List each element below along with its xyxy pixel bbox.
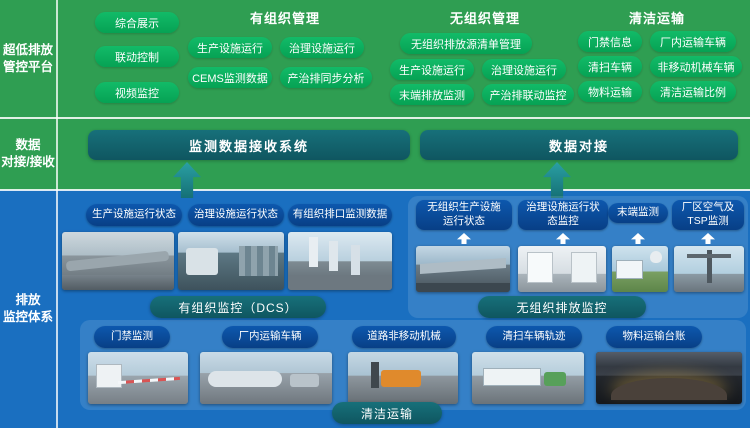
data-docking-bar: 数据对接	[420, 130, 738, 160]
unorganized-button-source-list: 无组织排放源清单管理	[400, 33, 532, 54]
unorganized-card-label-treatment: 治理设施运行状 态监控	[518, 200, 608, 230]
band-divider-top	[0, 117, 750, 119]
unorganized-button-linkage-monitor: 产治排联动监控	[482, 84, 574, 105]
receive-system-bar: 监测数据接收系统	[88, 130, 410, 160]
photo-terminal-monitoring-station	[612, 246, 668, 292]
photo-gate-monitoring	[88, 352, 188, 404]
photo-control-cabinets	[518, 246, 606, 292]
quick-button-linkage: 联动控制	[95, 46, 179, 67]
quick-button-overview: 综合展示	[95, 12, 179, 33]
transport-button-material: 物料运输	[578, 81, 642, 102]
organized-card-label-treatment: 治理设施运行状态	[188, 204, 284, 226]
organized-card-label-production: 生产设施运行状态	[86, 204, 182, 226]
transport-button-clean-ratio: 清洁运输比例	[650, 81, 736, 102]
transport-card-label-sweeper-track: 清扫车辆轨迹	[486, 326, 582, 348]
photo-factory-trucks	[200, 352, 332, 404]
up-arrow-icon	[556, 233, 570, 244]
unorganized-button-production: 生产设施运行	[390, 59, 474, 80]
photo-treatment-facility	[178, 232, 284, 290]
sidebar-item-data-layer: 数据 对接/接收	[1, 137, 55, 170]
quick-button-video: 视频监控	[95, 82, 179, 103]
sidebar-item-platform: 超低排放 管控平台	[2, 42, 53, 75]
unorganized-button-treatment: 治理设施运行	[482, 59, 566, 80]
transport-card-label-machinery: 道路非移动机械	[352, 326, 456, 348]
unorganized-card-label-tsp: 厂区空气及 TSP监测	[672, 200, 744, 230]
organized-monitoring-bar: 有组织监控（DCS）	[150, 296, 326, 318]
transport-button-sweeper: 清扫车辆	[578, 56, 642, 77]
organized-card-label-outlet: 有组织排口监测数据	[288, 204, 392, 226]
photo-material-transport	[596, 352, 742, 404]
sidebar-item-monitoring: 排放 监控体系	[2, 292, 53, 325]
transport-card-label-gate: 门禁监测	[94, 326, 170, 348]
group-title-transport: 清洁运输	[628, 11, 685, 26]
organized-button-production: 生产设施运行	[188, 37, 272, 58]
unorganized-card-label-terminal: 末端监测	[608, 203, 668, 223]
group-title-unorganized: 无组织管理	[449, 11, 520, 26]
transport-card-label-trucks: 厂内运输车辆	[222, 326, 318, 348]
sidebar-divider	[56, 0, 58, 428]
photo-stack-outlet	[288, 232, 392, 290]
clean-transport-bar: 清洁运输	[332, 402, 442, 424]
photo-road-machinery	[348, 352, 458, 404]
transport-button-nonroad-machinery: 非移动机械车辆	[650, 56, 742, 77]
organized-button-sync-analysis: 产治排同步分析	[280, 67, 372, 88]
photo-unorganized-facility	[416, 246, 510, 292]
unorganized-button-terminal: 末端排放监测	[390, 84, 474, 105]
photo-production-facility	[62, 232, 174, 290]
organized-button-treatment: 治理设施运行	[280, 37, 364, 58]
up-arrow-icon	[457, 233, 471, 244]
unorganized-monitoring-bar: 无组织排放监控	[478, 296, 646, 318]
up-arrow-icon	[631, 233, 645, 244]
transport-card-label-material-ledger: 物料运输台账	[606, 326, 702, 348]
transport-button-factory-vehicles: 厂内运输车辆	[650, 31, 736, 52]
up-arrow-icon	[701, 233, 715, 244]
band-divider-bottom	[0, 189, 750, 191]
photo-sweeper-truck	[472, 352, 584, 404]
photo-air-tsp-monitor	[674, 246, 744, 292]
group-title-organized: 有组织管理	[249, 11, 320, 26]
organized-button-cems: CEMS监测数据	[188, 67, 272, 88]
transport-button-gate-info: 门禁信息	[578, 31, 642, 52]
unorganized-card-label-production: 无组织生产设施 运行状态	[416, 200, 512, 230]
